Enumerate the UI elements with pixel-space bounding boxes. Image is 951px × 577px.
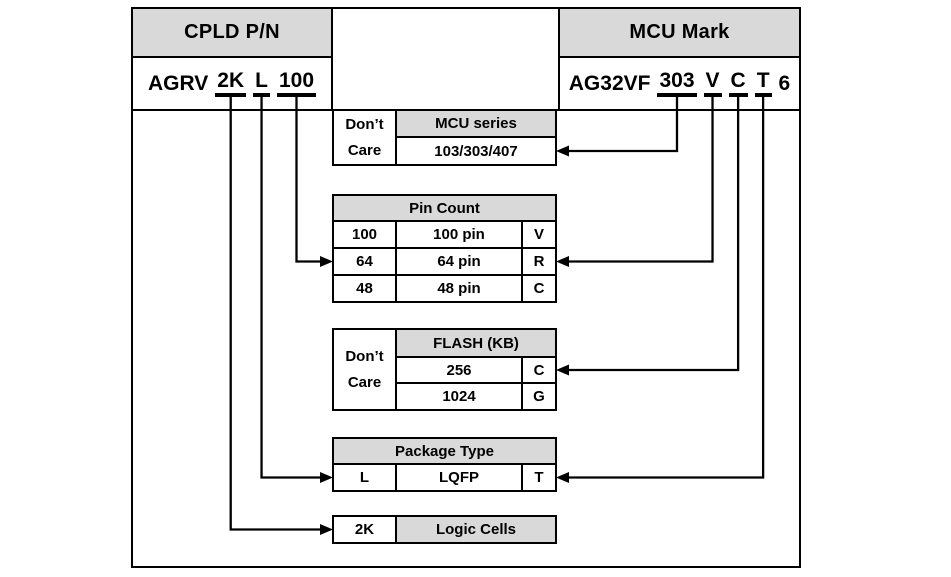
cpld-pn-header-label: CPLD P/N (184, 21, 280, 43)
mcu-segment-series: 303 (657, 69, 697, 98)
flash-header-cell: FLASH (KB) (397, 330, 555, 356)
top-middle-empty-cell (331, 7, 560, 111)
pin-row-mark-cell: V (523, 222, 555, 247)
pin-row-desc-cell: 100 pin (397, 222, 521, 247)
cpld-segment-package: L (253, 69, 270, 98)
mcu-series-dont-care-cell: Don’t Care (334, 111, 395, 164)
table-package-type: Package Type L LQFP T (332, 437, 557, 492)
pin-row-code-cell: 64 (334, 249, 395, 274)
table-flash: Don’t Care FLASH (KB) 256 C 1024 G (332, 328, 557, 411)
logic-cells-code-cell: 2K (334, 517, 395, 542)
cpld-pn-header: CPLD P/N (131, 7, 333, 58)
table-logic-cells: 2K Logic Cells (332, 515, 557, 544)
flash-row-mark-cell: G (523, 384, 555, 409)
mcu-suffix: 6 (778, 71, 791, 95)
cpld-segment-pin-count: 100 (276, 69, 317, 98)
mcu-series-value-cell: 103/303/407 (397, 138, 555, 164)
mcu-segment-pin-count: V (703, 69, 722, 98)
flash-row-mark-cell: C (523, 358, 555, 382)
flash-dont-care-cell: Don’t Care (334, 330, 395, 409)
flash-row-size-cell: 1024 (397, 384, 521, 409)
mcu-mark-header: MCU Mark (558, 7, 801, 58)
pin-count-header-cell: Pin Count (334, 196, 555, 220)
pin-row-desc-cell: 48 pin (397, 276, 521, 301)
package-row-desc-cell: LQFP (397, 465, 521, 490)
pin-row-desc-cell: 64 pin (397, 249, 521, 274)
cpld-prefix: AGRV (147, 71, 209, 95)
pin-row-code-cell: 100 (334, 222, 395, 247)
flash-row-size-cell: 256 (397, 358, 521, 382)
package-row-code-cell: L (334, 465, 395, 490)
table-pin-count: Pin Count 100 100 pin V 64 64 pin R 48 4… (332, 194, 557, 303)
mcu-mark-header-label: MCU Mark (629, 21, 730, 43)
pin-row-mark-cell: C (523, 276, 555, 301)
table-mcu-series: Don’t Care MCU series 103/303/407 (332, 109, 557, 166)
package-row-mark-cell: T (523, 465, 555, 490)
logic-cells-label-cell: Logic Cells (397, 517, 555, 542)
mcu-segment-package: T (754, 69, 772, 98)
mcu-segment-flash: C (728, 69, 748, 98)
mcu-prefix: AG32VF (568, 71, 651, 95)
mcu-series-header-cell: MCU series (397, 111, 555, 136)
package-header-cell: Package Type (334, 439, 555, 463)
pin-row-mark-cell: R (523, 249, 555, 274)
cpld-segment-logic-cells: 2K (215, 69, 247, 98)
pin-row-code-cell: 48 (334, 276, 395, 301)
